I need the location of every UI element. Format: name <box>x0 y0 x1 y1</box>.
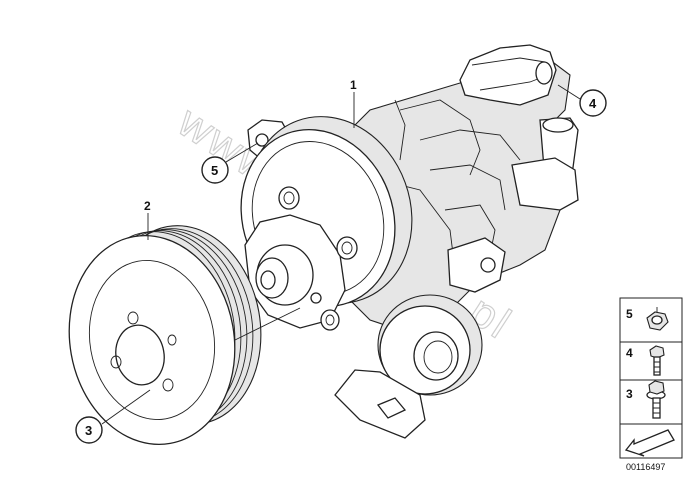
bolt-icon <box>649 345 665 376</box>
callout-1[interactable]: 1 <box>350 78 357 128</box>
belt-pulley <box>68 225 262 446</box>
hub-bolt-upper <box>278 186 300 210</box>
legend-number-4: 4 <box>626 346 633 360</box>
nut-icon <box>646 307 669 331</box>
callout-3-label: 3 <box>85 423 92 438</box>
diagram-id: 00116497 <box>626 462 665 472</box>
power-steering-pump <box>240 44 579 439</box>
callout-3[interactable]: 3 <box>75 389 151 444</box>
fastener-legend: 5 4 3 00116497 <box>619 297 683 472</box>
callout-2[interactable]: 2 <box>144 199 151 240</box>
flange-bolt-icon <box>646 380 666 419</box>
hub-bolt-lower <box>320 309 340 331</box>
callout-1-label: 1 <box>350 78 357 92</box>
callout-2-label: 2 <box>144 199 151 213</box>
legend-number-3: 3 <box>626 387 633 401</box>
callout-4[interactable]: 4 <box>557 84 607 117</box>
legend-number-5: 5 <box>626 307 633 321</box>
callout-4-label: 4 <box>589 96 597 111</box>
assembly-axis-line <box>234 307 301 341</box>
hub-bolt-right <box>336 236 358 260</box>
callout-5-label: 5 <box>211 163 218 178</box>
callout-5[interactable]: 5 <box>201 142 259 184</box>
direction-arrow-icon <box>624 429 675 457</box>
